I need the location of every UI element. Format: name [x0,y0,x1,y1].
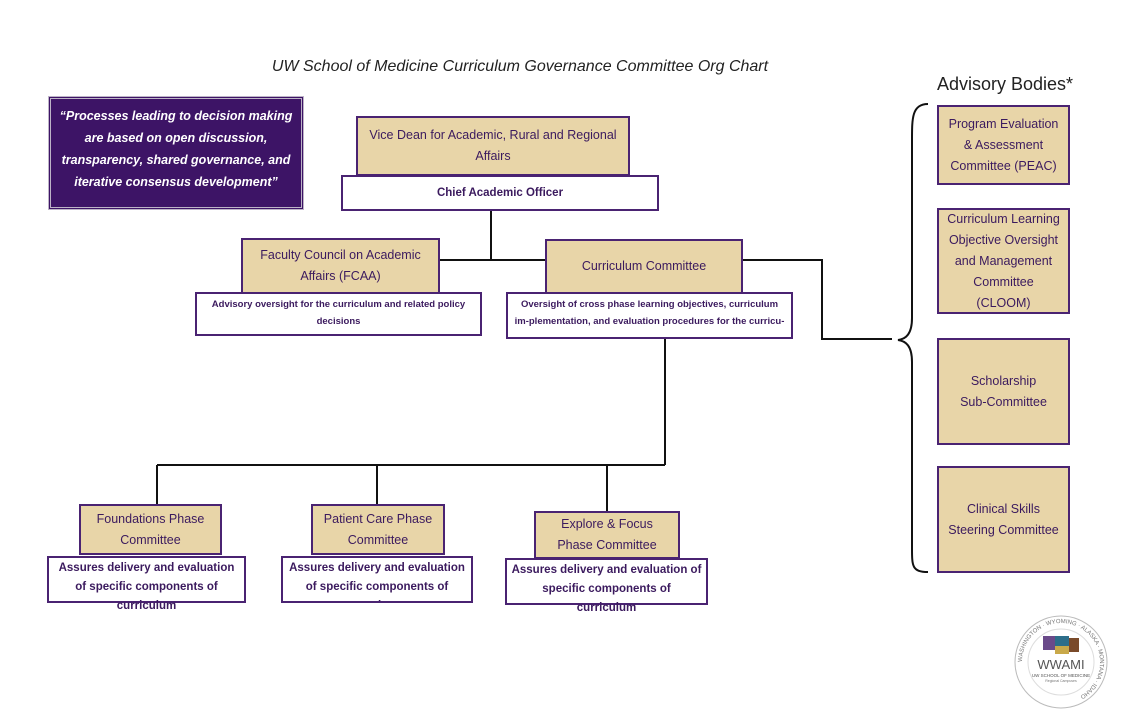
foundations-desc-box: Assures delivery and evaluation of speci… [47,556,246,612]
curriculum-advisory-connector [742,259,892,340]
wwami-logo: WWAMI UW SCHOOL OF MEDICINE Regional Cam… [1013,614,1109,710]
quote-box: “Processes leading to decision making ar… [48,96,304,210]
patient-care-phase-box: Patient Care Phase Committee [311,504,445,555]
patient-care-phase-title: Patient Care Phase Committee [323,511,433,547]
curriculum-desc: Oversight of cross phase learning object… [514,299,785,327]
curriculum-committee-box: Curriculum Committee [545,239,743,294]
curriculum-desc-box: Oversight of cross phase learning object… [506,292,793,339]
vice-dean-title: Vice Dean for Academic, Rural and Region… [369,128,617,163]
foundations-desc: Assures delivery and evaluation of speci… [58,562,235,612]
fcaa-desc-box: Advisory oversight for the curriculum an… [195,292,482,336]
page-title: UW School of Medicine Curriculum Governa… [271,58,769,75]
explore-focus-desc-box: Assures delivery and evaluation of speci… [505,558,708,614]
curriculum-committee-title: Curriculum Committee [581,259,707,273]
cloom-label: Curriculum Learning Objective Oversight … [947,211,1060,310]
wwami-name: WWAMI [1037,657,1084,672]
wwami-tagline: Regional Campuses [1045,679,1077,683]
foundations-phase-title: Foundations Phase Committee [96,511,205,547]
explore-focus-desc: Assures delivery and evaluation of speci… [511,564,702,614]
chief-academic-officer-box: Chief Academic Officer [341,175,659,211]
wwami-subtitle: UW SCHOOL OF MEDICINE [1032,673,1090,678]
chief-academic-officer-label: Chief Academic Officer [436,186,564,199]
fcaa-title: Faculty Council on Academic Affairs (FCA… [260,248,421,283]
wwami-seal: WWAMI UW SCHOOL OF MEDICINE Regional Cam… [1014,615,1108,709]
fcaa-box: Faculty Council on Academic Affairs (FCA… [241,238,440,294]
cloom-box: Curriculum Learning Objective Oversight … [937,208,1070,314]
clinical-skills-box: Clinical Skills Steering Committee [937,466,1070,573]
patient-care-desc: Assures delivery and evaluation of speci… [289,562,465,601]
fcaa-desc: Advisory oversight for the curriculum an… [211,299,466,327]
explore-focus-phase-title: Explore & Focus Phase Committee [557,517,657,552]
peac-box: Program Evaluation & Assessment Committe… [937,105,1070,185]
scholarship-label: Scholarship Sub-Committee [960,373,1047,409]
explore-focus-phase-box: Explore & Focus Phase Committee [534,511,680,559]
vice-dean-box: Vice Dean for Academic, Rural and Region… [356,116,630,176]
peac-label: Program Evaluation & Assessment Committe… [948,116,1059,173]
clinical-skills-label: Clinical Skills Steering Committee [948,501,1059,537]
advisory-bracket [897,103,929,573]
patient-care-desc-box: Assures delivery and evaluation of speci… [281,556,473,603]
foundations-phase-box: Foundations Phase Committee [79,504,222,555]
advisory-heading: Advisory Bodies* [936,74,1074,94]
scholarship-box: Scholarship Sub-Committee [937,338,1070,445]
